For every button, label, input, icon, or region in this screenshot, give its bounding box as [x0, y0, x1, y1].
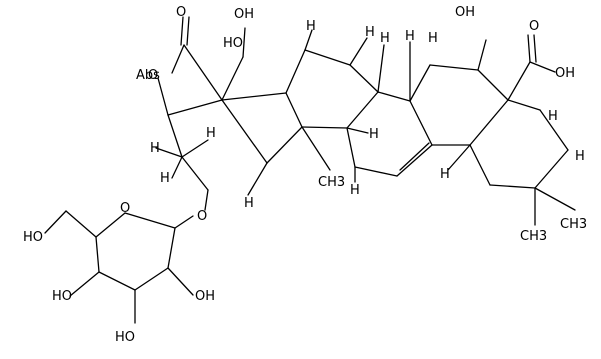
atom-label-lactone-o: O — [148, 68, 158, 83]
stereo-h: H — [365, 25, 375, 40]
atom-label-sugar-oh-1: HO — [223, 36, 243, 51]
atom-label-sugar-ch2oh: HO — [23, 230, 43, 245]
atom-label-acid-o: O — [529, 19, 539, 34]
atom-label-bridge-oh: OH — [234, 7, 254, 22]
atom-label-acid-oh: OH — [555, 66, 575, 81]
stereo-h: H — [440, 167, 450, 182]
atom-label-sugar-oh-3: HO — [115, 330, 135, 345]
stereo-h-layer: H H H H H H H H H H H H H H — [150, 19, 585, 211]
methyl-label: CH3 — [520, 229, 547, 244]
atom-label-ring-o: O — [120, 201, 130, 216]
stereo-h: H — [350, 183, 360, 198]
stereo-h: H — [150, 141, 160, 156]
stereo-h: H — [160, 171, 170, 186]
stereo-h: H — [405, 29, 415, 44]
methyl-label: CH3 — [560, 217, 587, 232]
stereo-h: H — [548, 109, 558, 124]
methyl-label: CH3 — [318, 175, 345, 190]
stereo-h: H — [206, 126, 216, 141]
atom-label-sugar-oh-2: OH — [195, 289, 215, 304]
bond-layer — [44, 16, 576, 324]
stereo-h: H — [306, 19, 316, 34]
stereo-h: H — [575, 149, 585, 164]
atom-label-layer: O Abs OH OH O OH HO O O O HO HO OH HO — [23, 5, 575, 345]
atom-label-carbonyl-o: O — [176, 5, 186, 20]
stereo-h: H — [369, 127, 379, 142]
stereo-h: H — [380, 31, 390, 46]
methyl-layer: CH3 CH3 CH3 — [318, 175, 587, 244]
atom-label-glycoside-o: O — [197, 209, 207, 224]
atom-label-sugar-oh-4: HO — [52, 289, 72, 304]
atom-label-abs: Abs — [136, 68, 160, 83]
stereo-h: H — [428, 31, 438, 46]
atom-label-ring-a-oh: OH — [455, 5, 475, 20]
stereo-h: H — [244, 196, 254, 211]
